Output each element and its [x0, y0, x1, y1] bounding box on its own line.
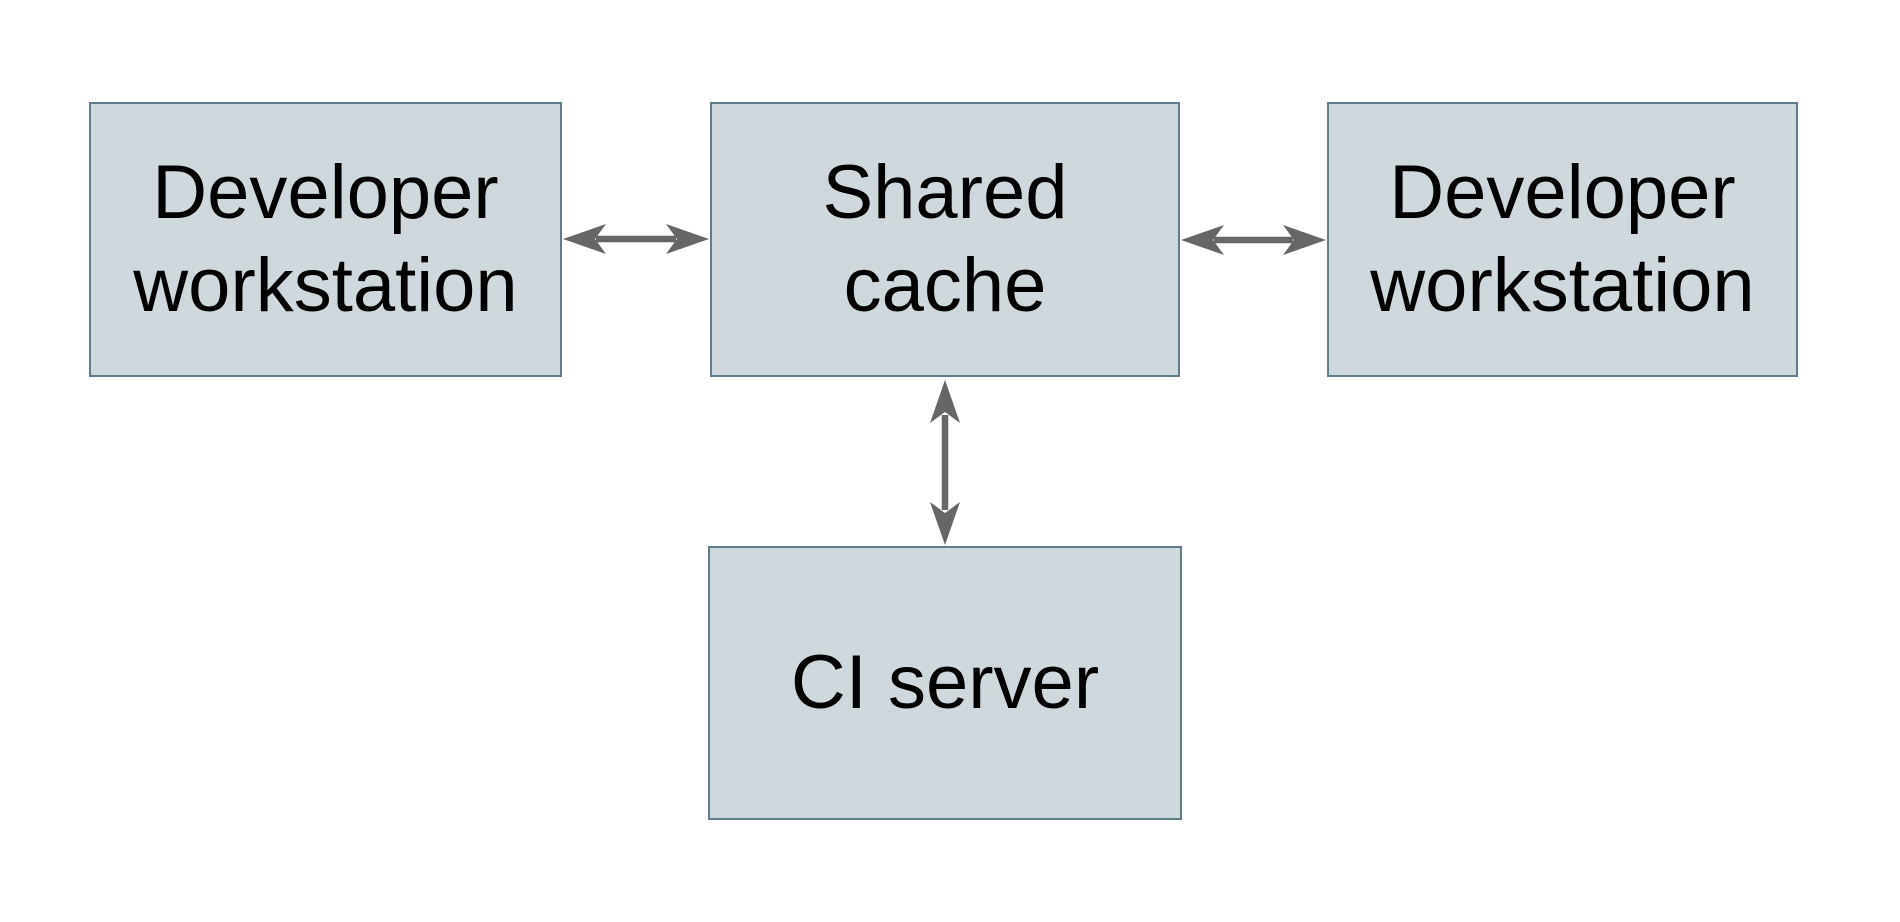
node-ci-server: CI server [708, 546, 1182, 820]
node-developer-workstation-left: Developer workstation [89, 102, 562, 377]
node-developer-workstation-right: Developer workstation [1327, 102, 1798, 377]
node-shared-cache: Shared cache [710, 102, 1180, 377]
node-label-line: workstation [133, 242, 518, 328]
bidirectional-arrow-cache-ci-server-icon [925, 379, 965, 546]
bidirectional-arrow-cache-right-workstation-icon [1180, 220, 1327, 260]
node-label-line: Developer [1389, 149, 1736, 235]
node-label-line: CI server [790, 639, 1100, 725]
bidirectional-arrow-left-workstation-cache-icon [562, 219, 710, 259]
node-label-line: Developer [152, 149, 499, 235]
node-label-line: cache [843, 242, 1047, 328]
node-label-line: workstation [1370, 242, 1755, 328]
node-label-line: Shared [822, 149, 1068, 235]
